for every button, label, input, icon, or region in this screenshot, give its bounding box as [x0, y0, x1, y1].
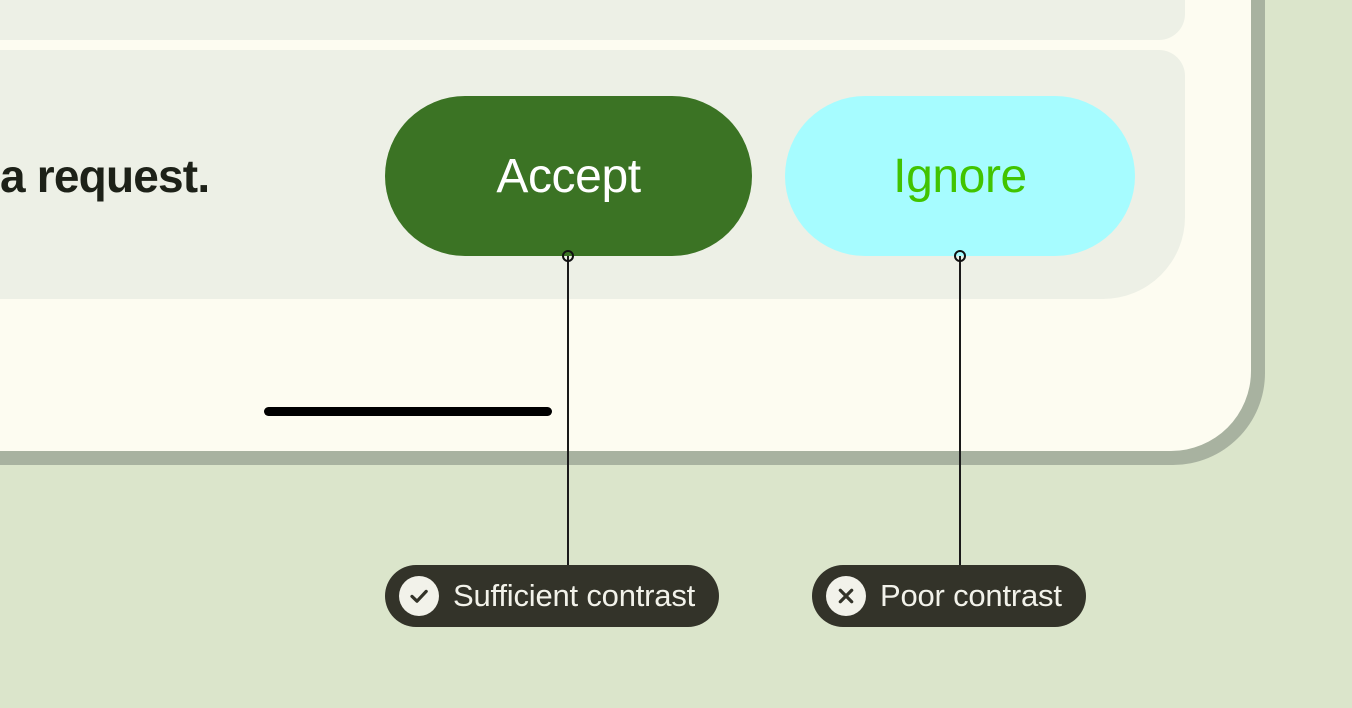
card-body-text: a request.: [0, 150, 210, 202]
annotation-poor-contrast: Poor contrast: [812, 565, 1086, 627]
check-circle-icon: [399, 576, 439, 616]
leader-line-accept: [567, 256, 569, 566]
accept-button[interactable]: Accept: [385, 96, 752, 256]
x-circle-icon: [826, 576, 866, 616]
annotation-label: Sufficient contrast: [453, 578, 696, 613]
leader-line-ignore: [959, 256, 961, 566]
leader-dot-ignore: [954, 250, 966, 262]
leader-dot-accept: [562, 250, 574, 262]
annotation-sufficient-contrast: Sufficient contrast: [385, 565, 720, 627]
annotation-label: Poor contrast: [880, 578, 1062, 613]
ignore-button[interactable]: Ignore: [785, 96, 1135, 256]
card-top: [0, 0, 1185, 40]
home-indicator[interactable]: [264, 407, 552, 416]
